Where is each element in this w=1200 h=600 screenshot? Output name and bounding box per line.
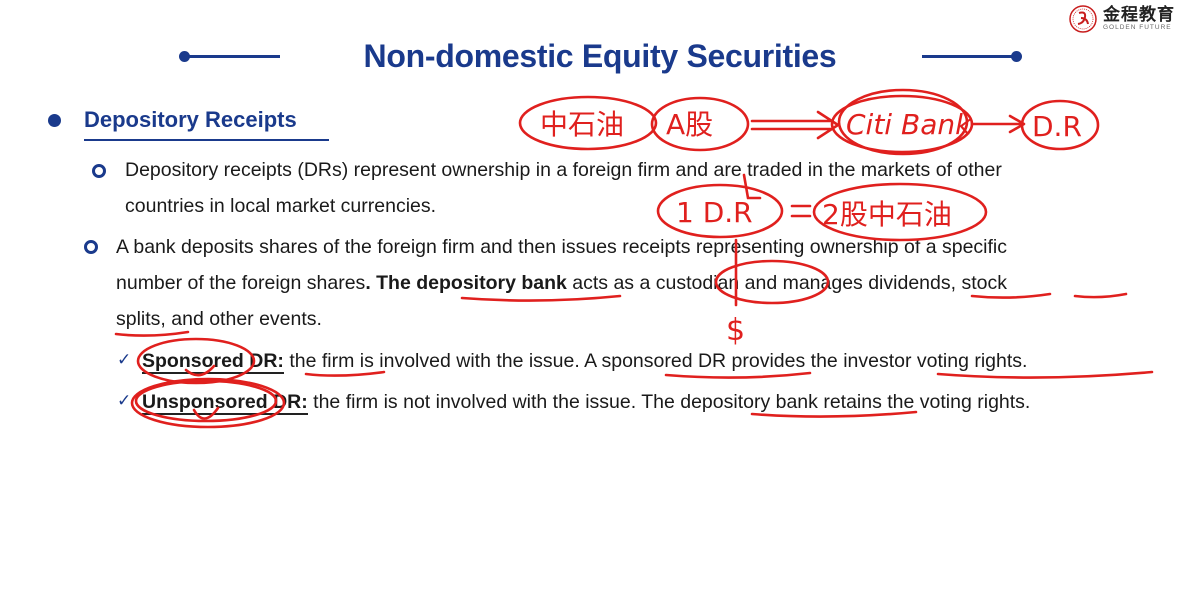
sponsored-dr-term: Sponsored DR:	[142, 350, 284, 374]
point-2-depository-bank: . The depository bank	[365, 272, 567, 294]
circle-zhongshiyou	[518, 95, 658, 151]
section-heading: Depository Receipts	[84, 107, 297, 132]
logo-english-name: GOLDEN FUTURE	[1103, 24, 1172, 32]
point-2-line-2: number of the foreign shares. The deposi…	[116, 265, 1007, 301]
arrow-to-bank	[750, 110, 840, 140]
circle-citi-bank	[830, 94, 974, 154]
ink-a-shares: A股	[666, 108, 713, 141]
title-right-dot	[1011, 51, 1022, 62]
point-1-line-2: countries in local market currencies.	[125, 195, 437, 217]
logo-mark-icon	[1069, 5, 1097, 33]
point-1-bullet	[92, 164, 106, 178]
point-2-text: A bank deposits shares of the foreign fi…	[116, 229, 1007, 337]
point-2-bullet	[84, 240, 98, 254]
ink-zhongshiyou: 中石油	[540, 108, 624, 141]
sponsored-check-icon: ✓	[117, 350, 132, 369]
circle-a-shares	[650, 96, 750, 152]
sponsored-dr-desc: the firm is involved with the issue. A s…	[283, 350, 1028, 372]
logo: 金程教育 GOLDEN FUTURE	[1068, 4, 1175, 34]
point-2-line-2c: acts as a custodian and manages dividend…	[566, 272, 1007, 294]
section-heading-underline	[84, 139, 329, 141]
ink-dr: D.R	[1032, 110, 1082, 143]
title-left-rule	[184, 55, 280, 58]
sponsored-dr-text: Sponsored DR: the firm is involved with …	[142, 343, 1027, 379]
logo-chinese-name: 金程教育	[1103, 5, 1175, 25]
title-right-rule	[922, 55, 1016, 58]
point-1-text: Depository receipts (DRs) represent owne…	[125, 152, 1002, 224]
arrow-to-dr	[970, 114, 1026, 134]
unsponsored-dr-term: Unsponsored DR:	[142, 391, 308, 415]
unsponsored-dr-desc: the firm is not involved with the issue.…	[307, 391, 1031, 413]
point-2-line-2a: number of the foreign shares	[116, 272, 366, 294]
point-2-line-3: splits, and other events.	[116, 308, 322, 330]
point-1-line-1: Depository receipts (DRs) represent owne…	[125, 159, 1002, 181]
circle-dr	[1020, 99, 1100, 151]
ink-citi-bank: Citi Bank	[846, 108, 973, 141]
slide-title: Non-domestic Equity Securities	[363, 38, 837, 74]
unsponsored-dr-text: Unsponsored DR: the firm is not involved…	[142, 384, 1030, 420]
point-2-line-1: A bank deposits shares of the foreign fi…	[116, 236, 1007, 258]
unsponsored-check-icon: ✓	[117, 391, 132, 410]
section-bullet	[48, 114, 61, 127]
